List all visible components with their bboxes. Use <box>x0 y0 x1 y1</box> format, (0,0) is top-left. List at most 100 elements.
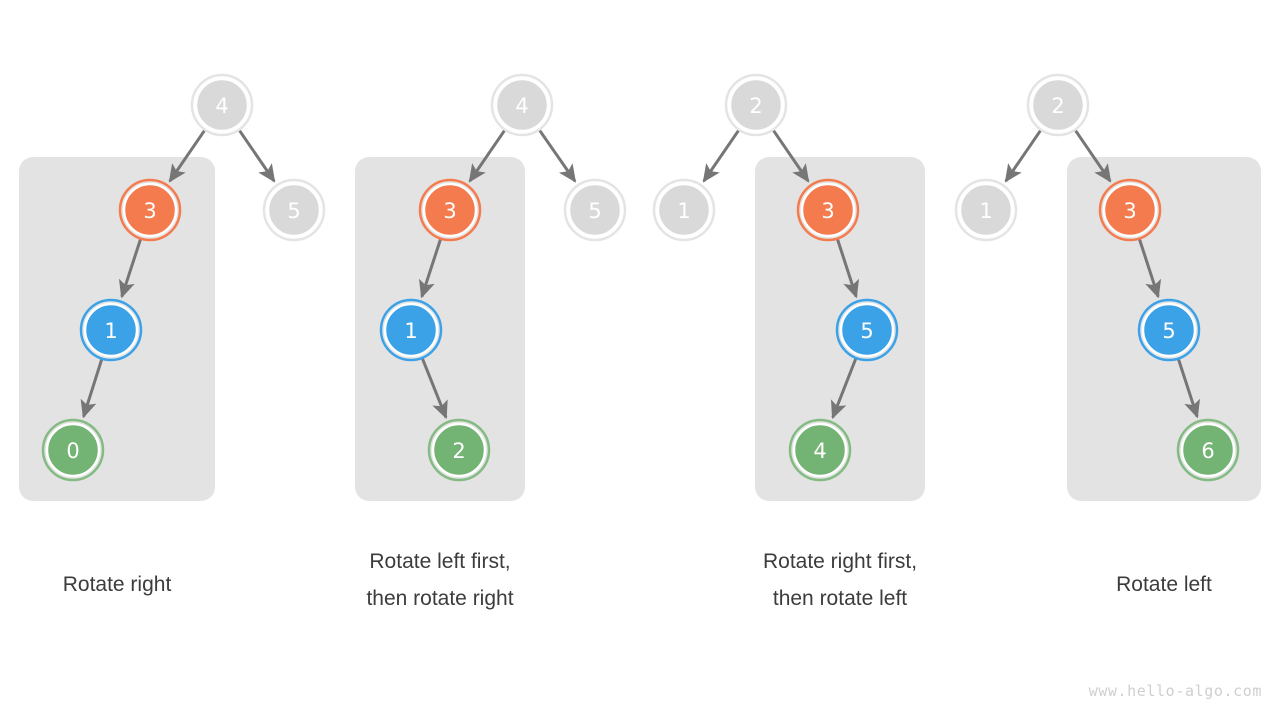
node-label: 3 <box>1123 199 1136 223</box>
node-circle <box>1180 422 1236 478</box>
node-circle <box>800 182 856 238</box>
node-label: 1 <box>677 199 690 223</box>
tree-node[interactable]: 2 <box>1026 73 1090 137</box>
node-label: 2 <box>749 94 762 118</box>
tree-edge <box>772 129 810 183</box>
tree-node[interactable]: 5 <box>1137 298 1201 362</box>
tree-node[interactable]: 3 <box>796 178 860 242</box>
node-circle <box>422 182 478 238</box>
tree-node[interactable]: 5 <box>563 178 627 242</box>
node-label: 5 <box>287 199 300 223</box>
node-label: 3 <box>821 199 834 223</box>
node-label: 2 <box>452 439 465 463</box>
node-ring <box>1026 73 1090 137</box>
node-circle <box>792 422 848 478</box>
node-group: 2 1 3 5 6 <box>954 73 1240 482</box>
node-ring <box>490 73 554 137</box>
edge-group <box>418 129 577 420</box>
tree-edge <box>830 358 858 420</box>
node-circle <box>266 182 322 238</box>
node-ring <box>418 178 482 242</box>
tree-node[interactable]: 1 <box>652 178 716 242</box>
edge-group <box>1004 129 1201 419</box>
panel-caption: Rotate left <box>1064 566 1264 603</box>
tree-node[interactable]: 0 <box>41 418 105 482</box>
tree-node[interactable]: 4 <box>190 73 254 137</box>
node-ring <box>563 178 627 242</box>
node-ring <box>262 178 326 242</box>
tree-node[interactable]: 4 <box>490 73 554 137</box>
tree-edge <box>1138 239 1162 299</box>
node-circle <box>494 77 550 133</box>
tree-node[interactable]: 3 <box>418 178 482 242</box>
tree-node[interactable]: 2 <box>724 73 788 137</box>
node-ring <box>379 298 443 362</box>
node-ring <box>41 418 105 482</box>
node-label: 3 <box>443 199 456 223</box>
node-ring <box>835 298 899 362</box>
tree-edge <box>118 239 142 299</box>
tree-node[interactable]: 5 <box>262 178 326 242</box>
node-circle <box>1141 302 1197 358</box>
tree-edge <box>418 239 442 299</box>
tree-node[interactable]: 3 <box>118 178 182 242</box>
tree-node[interactable]: 4 <box>788 418 852 482</box>
node-group: 2 1 3 5 4 <box>652 73 899 482</box>
node-group: 4 5 3 1 0 <box>41 73 326 482</box>
node-circle <box>567 182 623 238</box>
tree-edge <box>1074 129 1112 183</box>
tree-edge <box>80 359 104 419</box>
node-label: 2 <box>1051 94 1064 118</box>
tree-edge <box>836 239 860 299</box>
node-ring <box>788 418 852 482</box>
node-label: 6 <box>1201 439 1214 463</box>
watermark: www.hello-algo.com <box>1088 682 1262 700</box>
node-ring <box>796 178 860 242</box>
node-circle <box>728 77 784 133</box>
tree-node[interactable]: 3 <box>1098 178 1162 242</box>
node-circle <box>656 182 712 238</box>
tree-node[interactable]: 1 <box>79 298 143 362</box>
node-label: 5 <box>1162 319 1175 343</box>
node-circle <box>83 302 139 358</box>
tree-node[interactable]: 1 <box>379 298 443 362</box>
tree-edge <box>1004 129 1042 183</box>
tree-edge <box>538 129 577 183</box>
node-circle <box>839 302 895 358</box>
node-label: 0 <box>66 439 79 463</box>
panel-caption: Rotate right first,then rotate left <box>740 543 940 617</box>
caption-line: Rotate left first, <box>369 550 511 573</box>
tree-node[interactable]: 2 <box>427 418 491 482</box>
node-ring <box>652 178 716 242</box>
node-label: 4 <box>813 439 826 463</box>
node-ring <box>79 298 143 362</box>
panel-caption: Rotate right <box>17 566 217 603</box>
node-ring <box>1137 298 1201 362</box>
node-circle <box>958 182 1014 238</box>
tree-node[interactable]: 5 <box>835 298 899 362</box>
node-circle <box>1102 182 1158 238</box>
node-circle <box>383 302 439 358</box>
node-ring <box>954 178 1018 242</box>
caption-line: Rotate right first, <box>762 550 918 573</box>
node-ring <box>1176 418 1240 482</box>
tree-edge <box>702 129 740 183</box>
node-label: 4 <box>215 94 228 118</box>
tree-node[interactable]: 1 <box>954 178 1018 242</box>
tree-edge <box>421 358 448 420</box>
panel-caption: Rotate left first, then rotate right <box>340 543 540 617</box>
caption-line: then rotate right <box>366 587 514 610</box>
tree-edge <box>238 129 276 183</box>
node-label: 5 <box>860 319 873 343</box>
caption-line: Rotate left <box>1116 573 1212 596</box>
node-circle <box>431 422 487 478</box>
node-ring <box>724 73 788 137</box>
tree-node[interactable]: 6 <box>1176 418 1240 482</box>
node-circle <box>122 182 178 238</box>
node-circle <box>194 77 250 133</box>
node-ring <box>190 73 254 137</box>
node-label: 1 <box>104 319 117 343</box>
node-label: 1 <box>404 319 417 343</box>
